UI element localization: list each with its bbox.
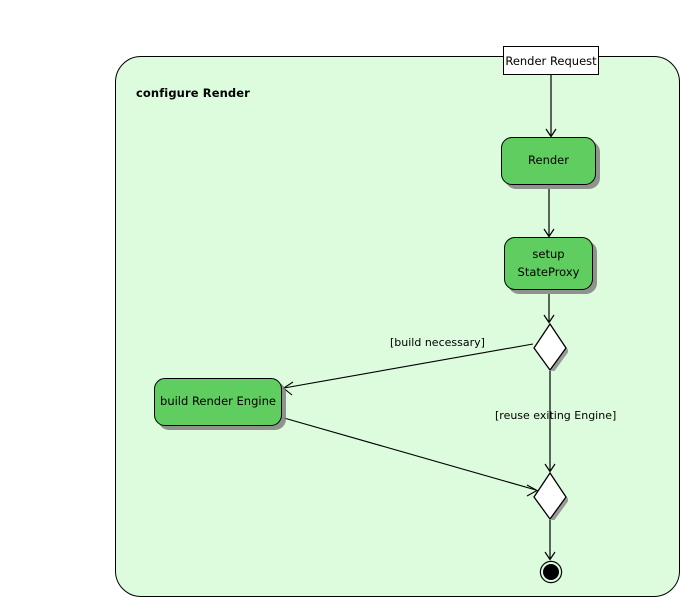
final-node-icon <box>539 560 563 584</box>
merge-diamond-icon <box>533 471 569 522</box>
action-label: Render <box>528 153 569 168</box>
merge-diamond[interactable] <box>532 471 569 522</box>
action-node-build-render-engine[interactable]: build Render Engine <box>154 378 282 426</box>
action-label-line1: setup <box>532 246 565 261</box>
guard-label-reuse-existing: [reuse exiting Engine] <box>495 409 617 422</box>
final-node[interactable] <box>539 560 563 584</box>
action-node-setup-stateproxy[interactable]: setup StateProxy <box>504 237 593 290</box>
activity-frame <box>115 56 680 597</box>
guard-label-build-necessary: [build necessary] <box>390 336 485 349</box>
frame-title: configure Render <box>136 86 250 100</box>
action-label: build Render Engine <box>160 394 276 409</box>
decision-diamond-icon <box>533 322 569 373</box>
entry-label-render-request: Render Request <box>503 46 599 75</box>
decision-diamond[interactable] <box>532 322 569 373</box>
action-node-render[interactable]: Render <box>501 137 596 185</box>
action-label-line2: StateProxy <box>517 264 580 279</box>
